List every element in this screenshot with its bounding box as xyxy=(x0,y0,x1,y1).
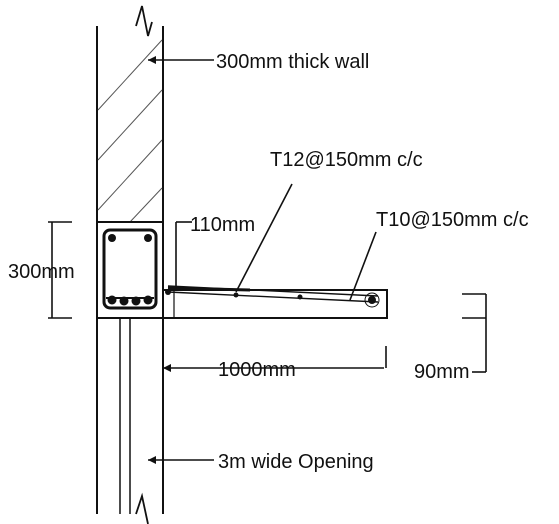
wall-hatch xyxy=(97,39,163,223)
beam-top-bar-left xyxy=(108,234,116,242)
label-opening: 3m wide Opening xyxy=(218,451,374,473)
slab-bar-dot-2 xyxy=(233,292,239,298)
slab-bar-dot-4 xyxy=(368,296,376,304)
leaders xyxy=(48,56,487,464)
label-top-bar: T12@150mm c/c xyxy=(270,149,423,171)
beam-bottom-bar-4 xyxy=(143,295,153,305)
beam-bottom-bar-1 xyxy=(107,295,117,305)
label-span: 1000mm xyxy=(218,359,296,381)
arrow-wall xyxy=(148,56,156,64)
slab-bar-end-ring xyxy=(364,292,380,308)
label-bottom-bar: T10@150mm c/c xyxy=(376,209,529,231)
label-wall: 300mm thick wall xyxy=(216,51,369,73)
wall-lower xyxy=(96,318,164,524)
label-slab-gap: 110mm xyxy=(190,214,255,236)
slab-outline xyxy=(162,289,388,319)
wall-break-top xyxy=(135,5,153,37)
slab-bar-dot-3 xyxy=(297,294,303,300)
label-slab-thickness: 90mm xyxy=(414,361,470,383)
wall-break-bottom xyxy=(135,492,149,524)
beam-stirrup xyxy=(102,228,158,310)
arrow-opening xyxy=(148,456,156,464)
lintel-beam xyxy=(96,221,164,319)
beam-outline xyxy=(96,221,164,319)
wall-upper xyxy=(96,5,164,223)
arrow-1000-left xyxy=(163,364,171,372)
slab-bar-2 xyxy=(167,291,379,303)
slab-bar-dot-1 xyxy=(165,289,171,295)
leader-top-bar xyxy=(235,183,293,293)
label-beam-depth: 300mm xyxy=(8,261,75,283)
leader-bottom-bar xyxy=(349,231,377,301)
beam-top-bar-right xyxy=(144,234,152,242)
labels: 300mm thick wall T12@150mm c/c T10@150mm… xyxy=(8,51,529,473)
